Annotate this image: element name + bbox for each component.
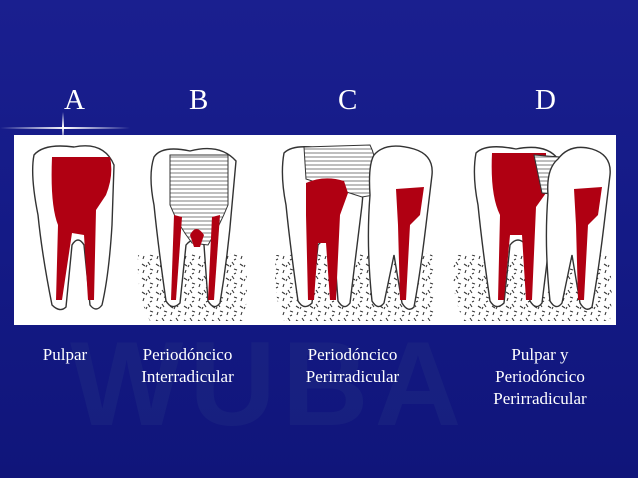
label-a: A (64, 84, 85, 116)
sparkle-decoration-vertical (62, 112, 64, 142)
caption-b: Periodóncico Interradicular (120, 344, 255, 388)
tooth-c (275, 144, 436, 321)
caption-c: Periodóncico Perirradicular (285, 344, 420, 388)
label-b: B (189, 84, 209, 116)
teeth-illustration-panel (14, 135, 616, 325)
caption-c-line-2: Perirradicular (305, 367, 400, 386)
caption-c-line-1: Periodóncico (307, 345, 398, 364)
label-d: D (535, 84, 556, 116)
caption-d-line-1: Pulpar y (511, 345, 569, 364)
tooth-d (453, 146, 612, 321)
sparkle-decoration-horizontal (0, 127, 130, 129)
teeth-illustration (31, 144, 612, 321)
caption-d-line-2: Periodóncico (495, 367, 585, 386)
caption-d-line-3: Perirradicular (493, 389, 587, 408)
tooth-b (137, 147, 247, 321)
caption-d: Pulpar y Periodóncico Perirradicular (470, 344, 610, 410)
tooth-a (31, 145, 115, 311)
caption-a-line: Pulpar (42, 345, 88, 364)
caption-a: Pulpar (30, 344, 100, 366)
caption-b-line-2: Interradicular (141, 367, 234, 386)
label-c: C (338, 84, 358, 116)
caption-b-line-1: Periodóncico (142, 345, 233, 364)
